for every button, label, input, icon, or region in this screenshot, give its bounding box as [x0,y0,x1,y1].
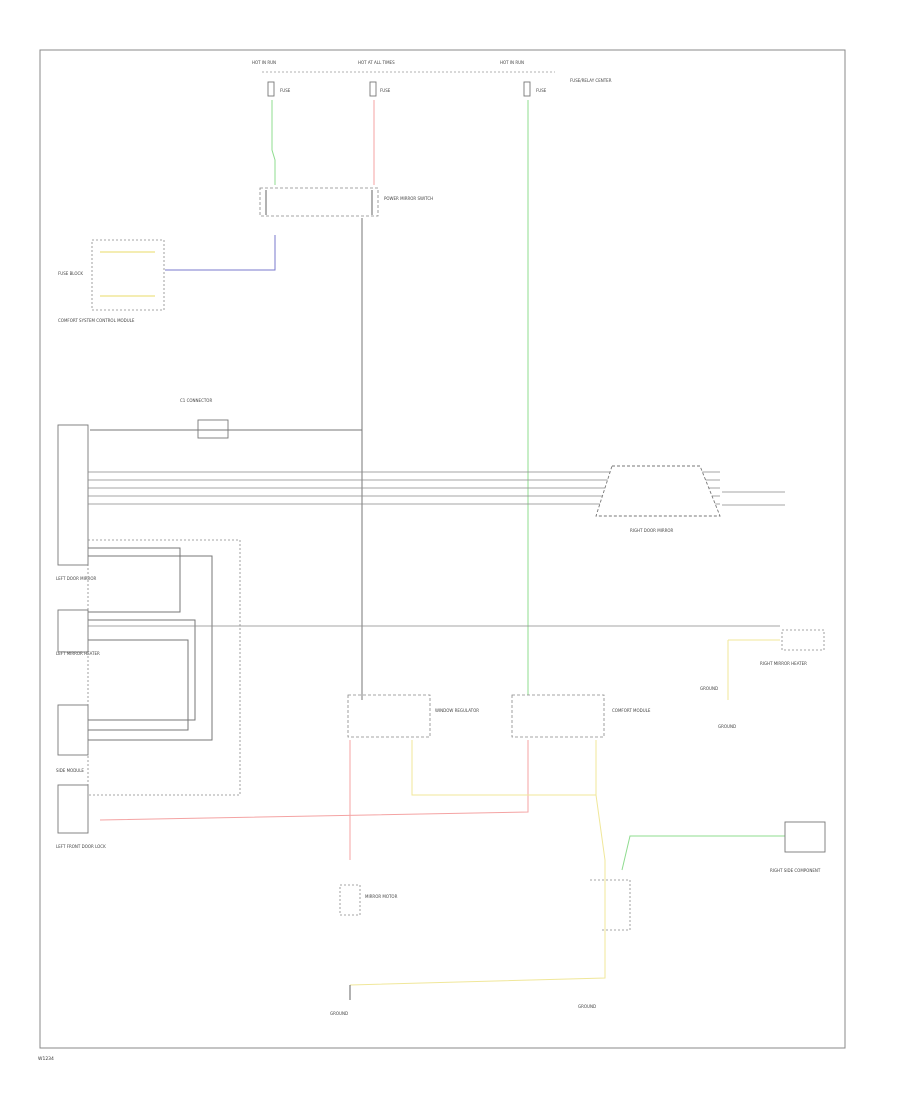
footer-code: W1234 [38,1056,54,1062]
ground-left: GROUND [330,985,351,1016]
wire-yellow-bottom [349,794,606,986]
fuse-right: HOT IN RUN FUSE FUSE/RELAY CENTER [500,60,612,97]
comfort-module-right: COMFORT MODULE [511,694,651,738]
wire-harness-left [87,539,780,796]
right-door-mirror: RIGHT DOOR MIRROR [595,465,785,533]
fuse-right-header: HOT IN RUN [500,60,524,65]
wire-left-fuse-green [271,100,276,185]
right-side-component-label: RIGHT SIDE COMPONENT [770,868,821,873]
center-connector: C1 CONNECTOR [90,398,362,439]
side-module: SIDE MODULE LEFT FRONT DOOR LOCK [56,768,106,849]
fuse-right-note: FUSE/RELAY CENTER [570,78,612,83]
left-mirror-heater: LEFT MIRROR HEATER [56,651,100,756]
fuse-center-label: FUSE [380,88,391,93]
ground-bottom: GROUND [578,1004,596,1009]
power-mirror-switch-label: POWER MIRROR SWITCH [384,196,433,201]
fuse-left: HOT IN RUN FUSE [252,60,291,97]
right-mirror-heater: RIGHT MIRROR HEATER GROUND [718,629,825,729]
side-module-label: SIDE MODULE [56,768,84,773]
diagram-frame [39,49,846,1049]
window-regulator-left: WINDOW REGULATOR [347,694,479,738]
ground-left-label: GROUND [330,1011,348,1016]
mirror-motor-right [590,879,631,931]
left-door-mirror: LEFT DOOR MIRROR [56,576,96,653]
mirror-motor-label: MIRROR MOTOR [365,894,398,899]
ground-right-mid-label: GROUND [718,724,736,729]
fuse-block-label: FUSE BLOCK [58,271,83,276]
left-door-lock-label: LEFT FRONT DOOR LOCK [56,844,106,849]
wire-yellow-mid [411,740,597,796]
fuse-center: HOT AT ALL TIMES FUSE [358,60,395,97]
right-side-component: RIGHT SIDE COMPONENT [770,821,826,873]
window-regulator-label: WINDOW REGULATOR [435,708,479,713]
power-mirror-switch: POWER MIRROR SWITCH [259,187,433,217]
center-connector-label: C1 CONNECTOR [180,398,212,403]
left-door-mirror-label: LEFT DOOR MIRROR [56,576,96,581]
wire-blue [165,235,276,271]
comfort-module-label: COMFORT MODULE [612,708,651,713]
left-tall-module [57,424,89,566]
wire-red-bottom [99,740,529,821]
right-door-mirror-label: RIGHT DOOR MIRROR [630,528,674,533]
ground-right-label: GROUND [700,686,718,691]
fuse-right-label: FUSE [536,88,547,93]
wire-green-right [621,835,785,871]
left-mirror-heater-label: LEFT MIRROR HEATER [56,651,100,656]
ground-bottom-label: GROUND [578,1004,596,1009]
fuse-left-header: HOT IN RUN [252,60,276,65]
left-module-label: COMFORT SYSTEM CONTROL MODULE [58,318,135,323]
fuse-left-label: FUSE [280,88,291,93]
right-mirror-heater-label: RIGHT MIRROR HEATER [760,661,807,666]
fuse-center-header: HOT AT ALL TIMES [358,60,395,65]
left-module: FUSE BLOCK COMFORT SYSTEM CONTROL MODULE [58,239,165,323]
mirror-motor-left: MIRROR MOTOR [339,884,398,916]
ground-right: GROUND [700,686,718,691]
